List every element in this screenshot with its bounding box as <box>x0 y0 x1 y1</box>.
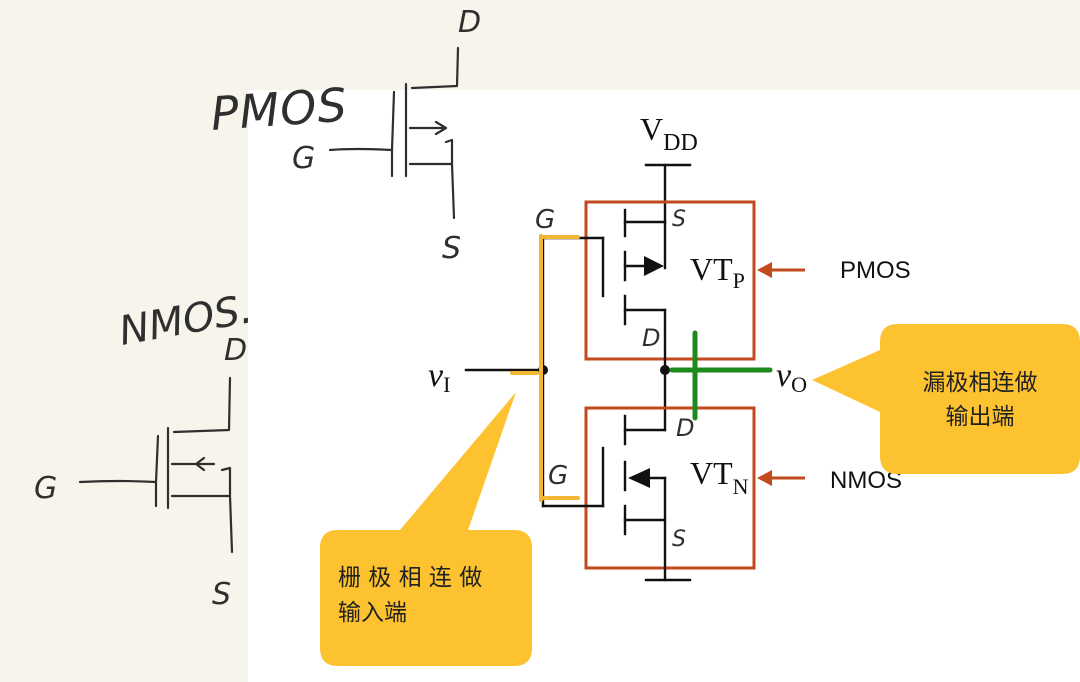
pmos-type-label: PMOS <box>840 257 911 284</box>
bottom-gate-annotation: G <box>548 461 568 491</box>
nmos-sketch: NMOS. D G S <box>34 286 256 612</box>
pmos-sketch-source-label: S <box>442 231 461 266</box>
nmos-sketch-drain-line <box>172 376 232 434</box>
vtp-label: VTP <box>690 251 745 293</box>
pmos-sketch-channel <box>404 82 456 220</box>
pmos-box <box>584 200 756 361</box>
pmos-sketch-drain-line <box>410 46 460 90</box>
input-label: vI <box>428 357 450 397</box>
nmos-sketch-drain-label: D <box>224 333 247 368</box>
gate-callout-line2: 输入端 <box>338 600 407 626</box>
nmos-sketch-gate-line <box>78 434 160 508</box>
gate-callout-line1: 栅 极 相 连 做 <box>338 565 482 591</box>
output-highlight <box>669 330 773 421</box>
gate-callout: 栅 极 相 连 做 输入端 <box>320 392 532 666</box>
top-drain-annotation: D <box>642 324 660 352</box>
pmos-sketch: PMOS D G S <box>209 5 481 266</box>
drain-callout-line2: 输出端 <box>946 404 1015 430</box>
nmos-box <box>584 406 756 570</box>
pmos-symbol <box>601 208 667 432</box>
top-gate-annotation: G <box>535 205 555 235</box>
drain-callout-line1: 漏极相连做 <box>923 370 1038 396</box>
gate-highlight <box>510 234 580 502</box>
vdd-label: VDD <box>640 111 698 156</box>
pmos-pointer-arrow <box>757 262 805 278</box>
nmos-pointer-arrow <box>757 470 805 486</box>
pmos-sketch-drain-label: D <box>458 5 481 40</box>
nmos-sketch-gate-label: G <box>34 471 57 506</box>
pmos-sketch-gate-label: G <box>292 141 315 176</box>
output-junction <box>660 365 670 375</box>
output-label: vO <box>776 357 807 397</box>
drain-callout: 漏极相连做 输出端 <box>812 324 1080 474</box>
pmos-sketch-gate-line <box>328 90 396 178</box>
nmos-channel-arrow <box>628 468 650 488</box>
nmos-sketch-channel <box>166 426 234 554</box>
nmos-sketch-source-label: S <box>212 577 231 612</box>
bottom-drain-annotation: D <box>676 414 694 442</box>
top-source-annotation: S <box>672 207 686 232</box>
pmos-sketch-label: PMOS <box>209 78 349 141</box>
bottom-source-annotation: S <box>672 527 686 552</box>
cmos-circuit: VDD <box>428 111 911 582</box>
vtn-label: VTN <box>690 455 749 499</box>
nmos-symbol <box>601 414 667 582</box>
pmos-channel-arrow <box>644 256 664 276</box>
